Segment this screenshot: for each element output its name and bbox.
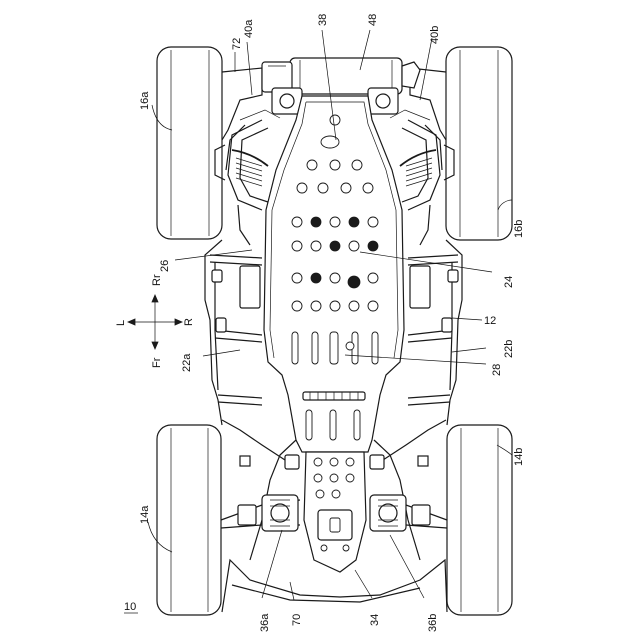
ref-34: 34 [369, 614, 381, 626]
ref-28: 28 [491, 364, 503, 376]
skid-plate [264, 96, 404, 452]
rear-right-wheel [446, 47, 512, 240]
ref-40b: 40b [429, 26, 441, 44]
ref-40a: 40a [243, 19, 255, 38]
ref-22a: 22a [181, 353, 193, 372]
direction-compass [128, 295, 182, 349]
compass-rear-label: Rr [151, 274, 163, 286]
ref-48: 48 [367, 14, 379, 26]
compass-right-label: R [183, 318, 195, 326]
ref-16b: 16b [513, 220, 525, 238]
ref-72: 72 [231, 38, 243, 50]
ref-10: 10 [124, 601, 136, 613]
ref-36a: 36a [259, 613, 271, 632]
front-left-suspension [221, 420, 300, 531]
rear-left-wheel [157, 47, 222, 239]
ref-22b: 22b [503, 340, 515, 358]
front-left-wheel [157, 425, 221, 615]
ref-26: 26 [159, 260, 171, 272]
front-right-wheel [447, 425, 512, 615]
compass-front-label: Fr [151, 357, 163, 368]
ref-16a: 16a [139, 91, 151, 110]
compass-left-label: L [115, 320, 127, 326]
ref-12: 12 [484, 315, 496, 327]
ref-14b: 14b [513, 448, 525, 466]
ref-38: 38 [317, 14, 329, 26]
ref-36b: 36b [427, 614, 439, 632]
ref-24: 24 [503, 276, 515, 288]
front-right-suspension [370, 420, 447, 531]
ref-14a: 14a [139, 505, 151, 524]
ref-70: 70 [291, 614, 303, 626]
